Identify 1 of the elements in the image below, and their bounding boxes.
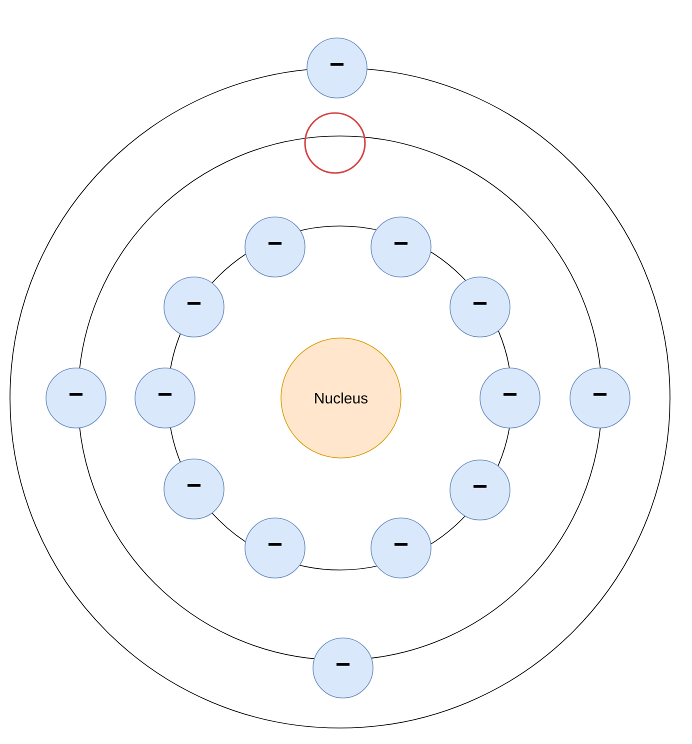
hole-circle [304, 112, 366, 174]
